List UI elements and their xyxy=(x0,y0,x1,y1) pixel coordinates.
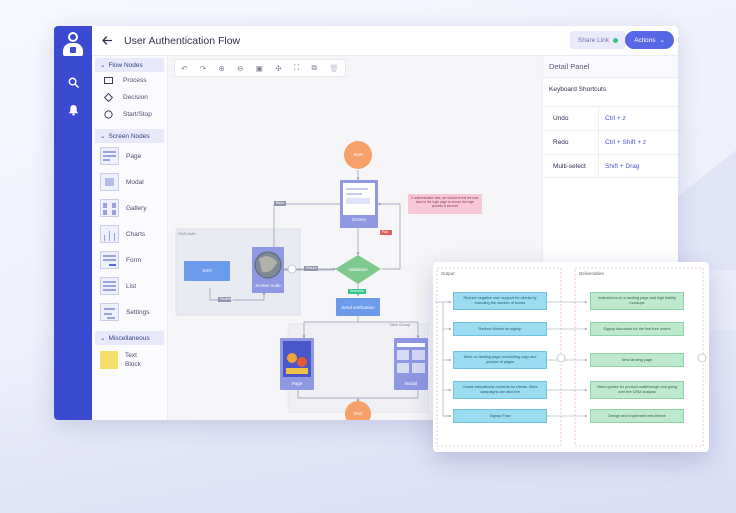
palette-item-list[interactable]: List xyxy=(92,273,167,299)
deliverable-box[interactable]: Instructions on a landing page and high … xyxy=(590,292,684,310)
circle-icon xyxy=(104,110,113,119)
form-thumbnail-icon xyxy=(100,251,119,269)
return-badge: Return xyxy=(306,266,317,270)
share-link-label: Share Link xyxy=(577,36,609,44)
bell-icon[interactable] xyxy=(65,102,81,118)
canvas-toolbar: ↶ ↷ ⊕ ⊖ ▣ ✣ ⛶ ⧉ 🗑 xyxy=(174,59,346,77)
success-badge: Success xyxy=(350,289,364,293)
export-icon[interactable]: ⧉ xyxy=(311,63,317,72)
output-box[interactable]: Create educational contents for clients.… xyxy=(453,381,547,399)
sso-node xyxy=(184,261,230,281)
note-text: If authentication fails, we should revea… xyxy=(411,196,479,208)
screen-top-label: Screen xyxy=(351,217,367,222)
zoom-out-icon[interactable]: ⊖ xyxy=(237,63,244,73)
page-left-label: Page xyxy=(291,381,303,386)
share-link-button[interactable]: Share Link xyxy=(569,31,626,49)
output-box[interactable]: Reduce friction for signup xyxy=(453,322,547,336)
search-icon[interactable] xyxy=(65,74,81,90)
chevron-down-icon: ⌄ xyxy=(100,133,106,140)
top-bar: User Authentication Flow Share Link Acti… xyxy=(92,26,678,56)
output-box[interactable]: Reduce negative user support for clients… xyxy=(453,292,547,310)
palette-item-form[interactable]: Form xyxy=(92,247,167,273)
fit-view-icon[interactable]: ▣ xyxy=(255,63,263,73)
diamond-icon xyxy=(104,93,113,102)
page-thumbnail-icon xyxy=(100,147,119,165)
new-group-label: New Group xyxy=(390,322,411,327)
rectangle-icon xyxy=(104,77,113,84)
palette-item-charts[interactable]: Charts xyxy=(92,221,167,247)
deliverable-box[interactable]: New landing page xyxy=(590,353,684,367)
flow-nodes-header[interactable]: ⌄ Flow Nodes xyxy=(95,58,164,72)
page-title: User Authentication Flow xyxy=(124,34,241,47)
note-box xyxy=(408,194,482,214)
palette-item-decision[interactable]: Decision xyxy=(92,89,167,106)
output-deliverables-card[interactable]: Output Deliverables Reduce negative user… xyxy=(433,262,709,452)
palette-item-modal[interactable]: Modal xyxy=(92,169,167,195)
settings-thumbnail-icon xyxy=(100,303,119,321)
card-connectors xyxy=(435,267,707,447)
actions-button[interactable]: Actions ⌄ xyxy=(625,31,674,49)
palette-item-start-stop[interactable]: Start/Stop xyxy=(92,106,167,123)
chevron-down-icon: ⌄ xyxy=(100,335,106,342)
palette-item-page[interactable]: Page xyxy=(92,143,167,169)
palette-item-gallery[interactable]: Gallery xyxy=(92,195,167,221)
process-node xyxy=(336,298,380,316)
detail-panel-title: Detail Panel xyxy=(543,56,678,78)
sticky-note-icon xyxy=(100,351,118,369)
node-palette: ⌄ Flow Nodes Process Decision Start/Stop… xyxy=(92,56,168,420)
redirect-badge: Redirect xyxy=(220,297,234,301)
flow-diagram xyxy=(175,141,482,420)
shortcut-row: Multi-select Shift + Drag xyxy=(543,154,678,178)
chevron-down-icon: ⌄ xyxy=(100,62,106,69)
decision-node xyxy=(335,255,381,284)
deliverable-box[interactable]: Video guides for product walkthrough and… xyxy=(590,381,684,399)
list-thumbnail-icon xyxy=(100,277,119,295)
deliverable-box[interactable]: Signup discounts for the first free orde… xyxy=(590,322,684,336)
back-arrow-icon[interactable] xyxy=(92,26,122,56)
frame-icon[interactable]: ⛶ xyxy=(293,63,300,72)
shortcut-row: Redo Ctrl + Shift + z xyxy=(543,130,678,154)
miscellaneous-header[interactable]: ⌄ Miscellaneous xyxy=(95,331,164,345)
output-box[interactable]: Work on landing page conducting copy and… xyxy=(453,351,547,369)
delete-icon[interactable]: 🗑 xyxy=(329,63,339,73)
screen-nodes-header[interactable]: ⌄ Screen Nodes xyxy=(95,129,164,143)
screen-mid-label: Screen node xyxy=(255,283,281,288)
start-node xyxy=(344,141,372,169)
process-label: Send verification xyxy=(341,305,375,310)
user-logo-icon[interactable] xyxy=(62,32,84,58)
group-label: OAS Auth xyxy=(178,231,196,236)
palette-item-process[interactable]: Process xyxy=(92,72,167,89)
back-badge: Back xyxy=(276,201,284,205)
fail-badge: Fail xyxy=(382,230,388,234)
redo-icon[interactable]: ↷ xyxy=(199,63,207,73)
shortcut-row: Undo Ctrl + z xyxy=(543,106,678,130)
output-lane-title: Output xyxy=(441,271,455,276)
modal-thumbnail-icon xyxy=(100,173,119,191)
center-icon[interactable]: ✣ xyxy=(275,63,282,73)
chevron-down-icon: ⌄ xyxy=(659,37,665,44)
end-node xyxy=(345,401,371,420)
deliverables-lane-title: Deliverables xyxy=(579,271,604,276)
palette-item-text-block[interactable]: Text Block xyxy=(92,345,167,375)
sso-label: SSO xyxy=(202,268,212,273)
actions-label: Actions xyxy=(634,36,656,44)
undo-icon[interactable]: ↶ xyxy=(181,63,188,73)
app-window: User Authentication Flow Share Link Acti… xyxy=(54,26,678,420)
decision-label: Validation xyxy=(348,267,368,272)
output-box[interactable]: Signup Flow xyxy=(453,409,547,423)
charts-thumbnail-icon xyxy=(100,225,119,243)
status-dot-icon xyxy=(613,37,618,43)
end-label: End xyxy=(353,411,362,416)
zoom-in-icon[interactable]: ⊕ xyxy=(218,63,225,73)
deliverable-box[interactable]: Design and implement new theme xyxy=(590,409,684,423)
nav-rail xyxy=(54,26,92,420)
gallery-thumbnail-icon xyxy=(100,199,119,217)
start-label: Start xyxy=(353,152,363,157)
palette-item-settings[interactable]: Settings xyxy=(92,299,167,325)
page-right-label: Modal xyxy=(404,381,418,386)
keyboard-shortcuts-title: Keyboard Shortcuts xyxy=(549,85,607,93)
